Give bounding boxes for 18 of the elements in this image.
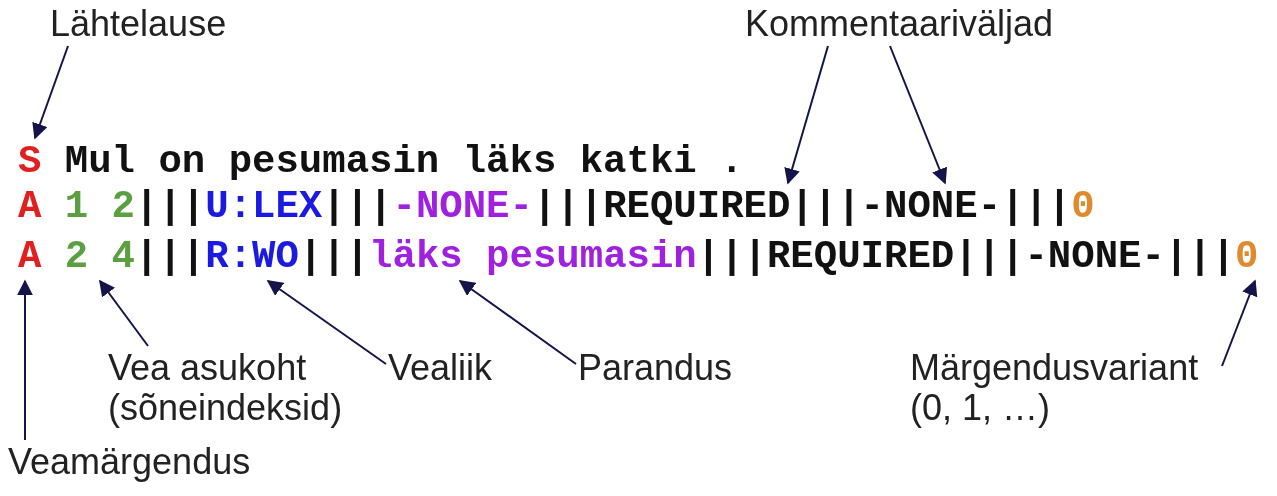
callout-label: Veamärgendus <box>8 442 251 482</box>
annotation-line: S Mul on pesumasin läks katki . <box>18 140 744 184</box>
callout-label: Vealiik <box>388 348 493 388</box>
leader-line <box>889 45 948 185</box>
leader-line <box>1221 279 1258 367</box>
callout-label: Märgendusvariant (0, 1, …) <box>910 348 1220 428</box>
leader-line <box>99 279 149 347</box>
callout-label: Lähtelause <box>50 4 227 44</box>
leader-line <box>784 45 829 185</box>
leader-line <box>32 45 69 140</box>
annotation-line: A 1 2|||U:LEX|||-NONE-|||REQUIRED|||-NONE-|||0 <box>18 185 1095 229</box>
callout-label: Vea asukoht (sõneindeksid) <box>108 348 368 428</box>
annotation-line: A 2 4|||R:WO|||läks pesumasin|||REQUIRED|||-NONE-|||0 <box>18 235 1259 279</box>
leader-line <box>458 280 577 365</box>
callout-label: Kommentaariväljad <box>745 4 1054 44</box>
leader-line <box>266 280 387 365</box>
leader-line <box>17 279 33 441</box>
callout-label: Parandus <box>578 348 733 388</box>
